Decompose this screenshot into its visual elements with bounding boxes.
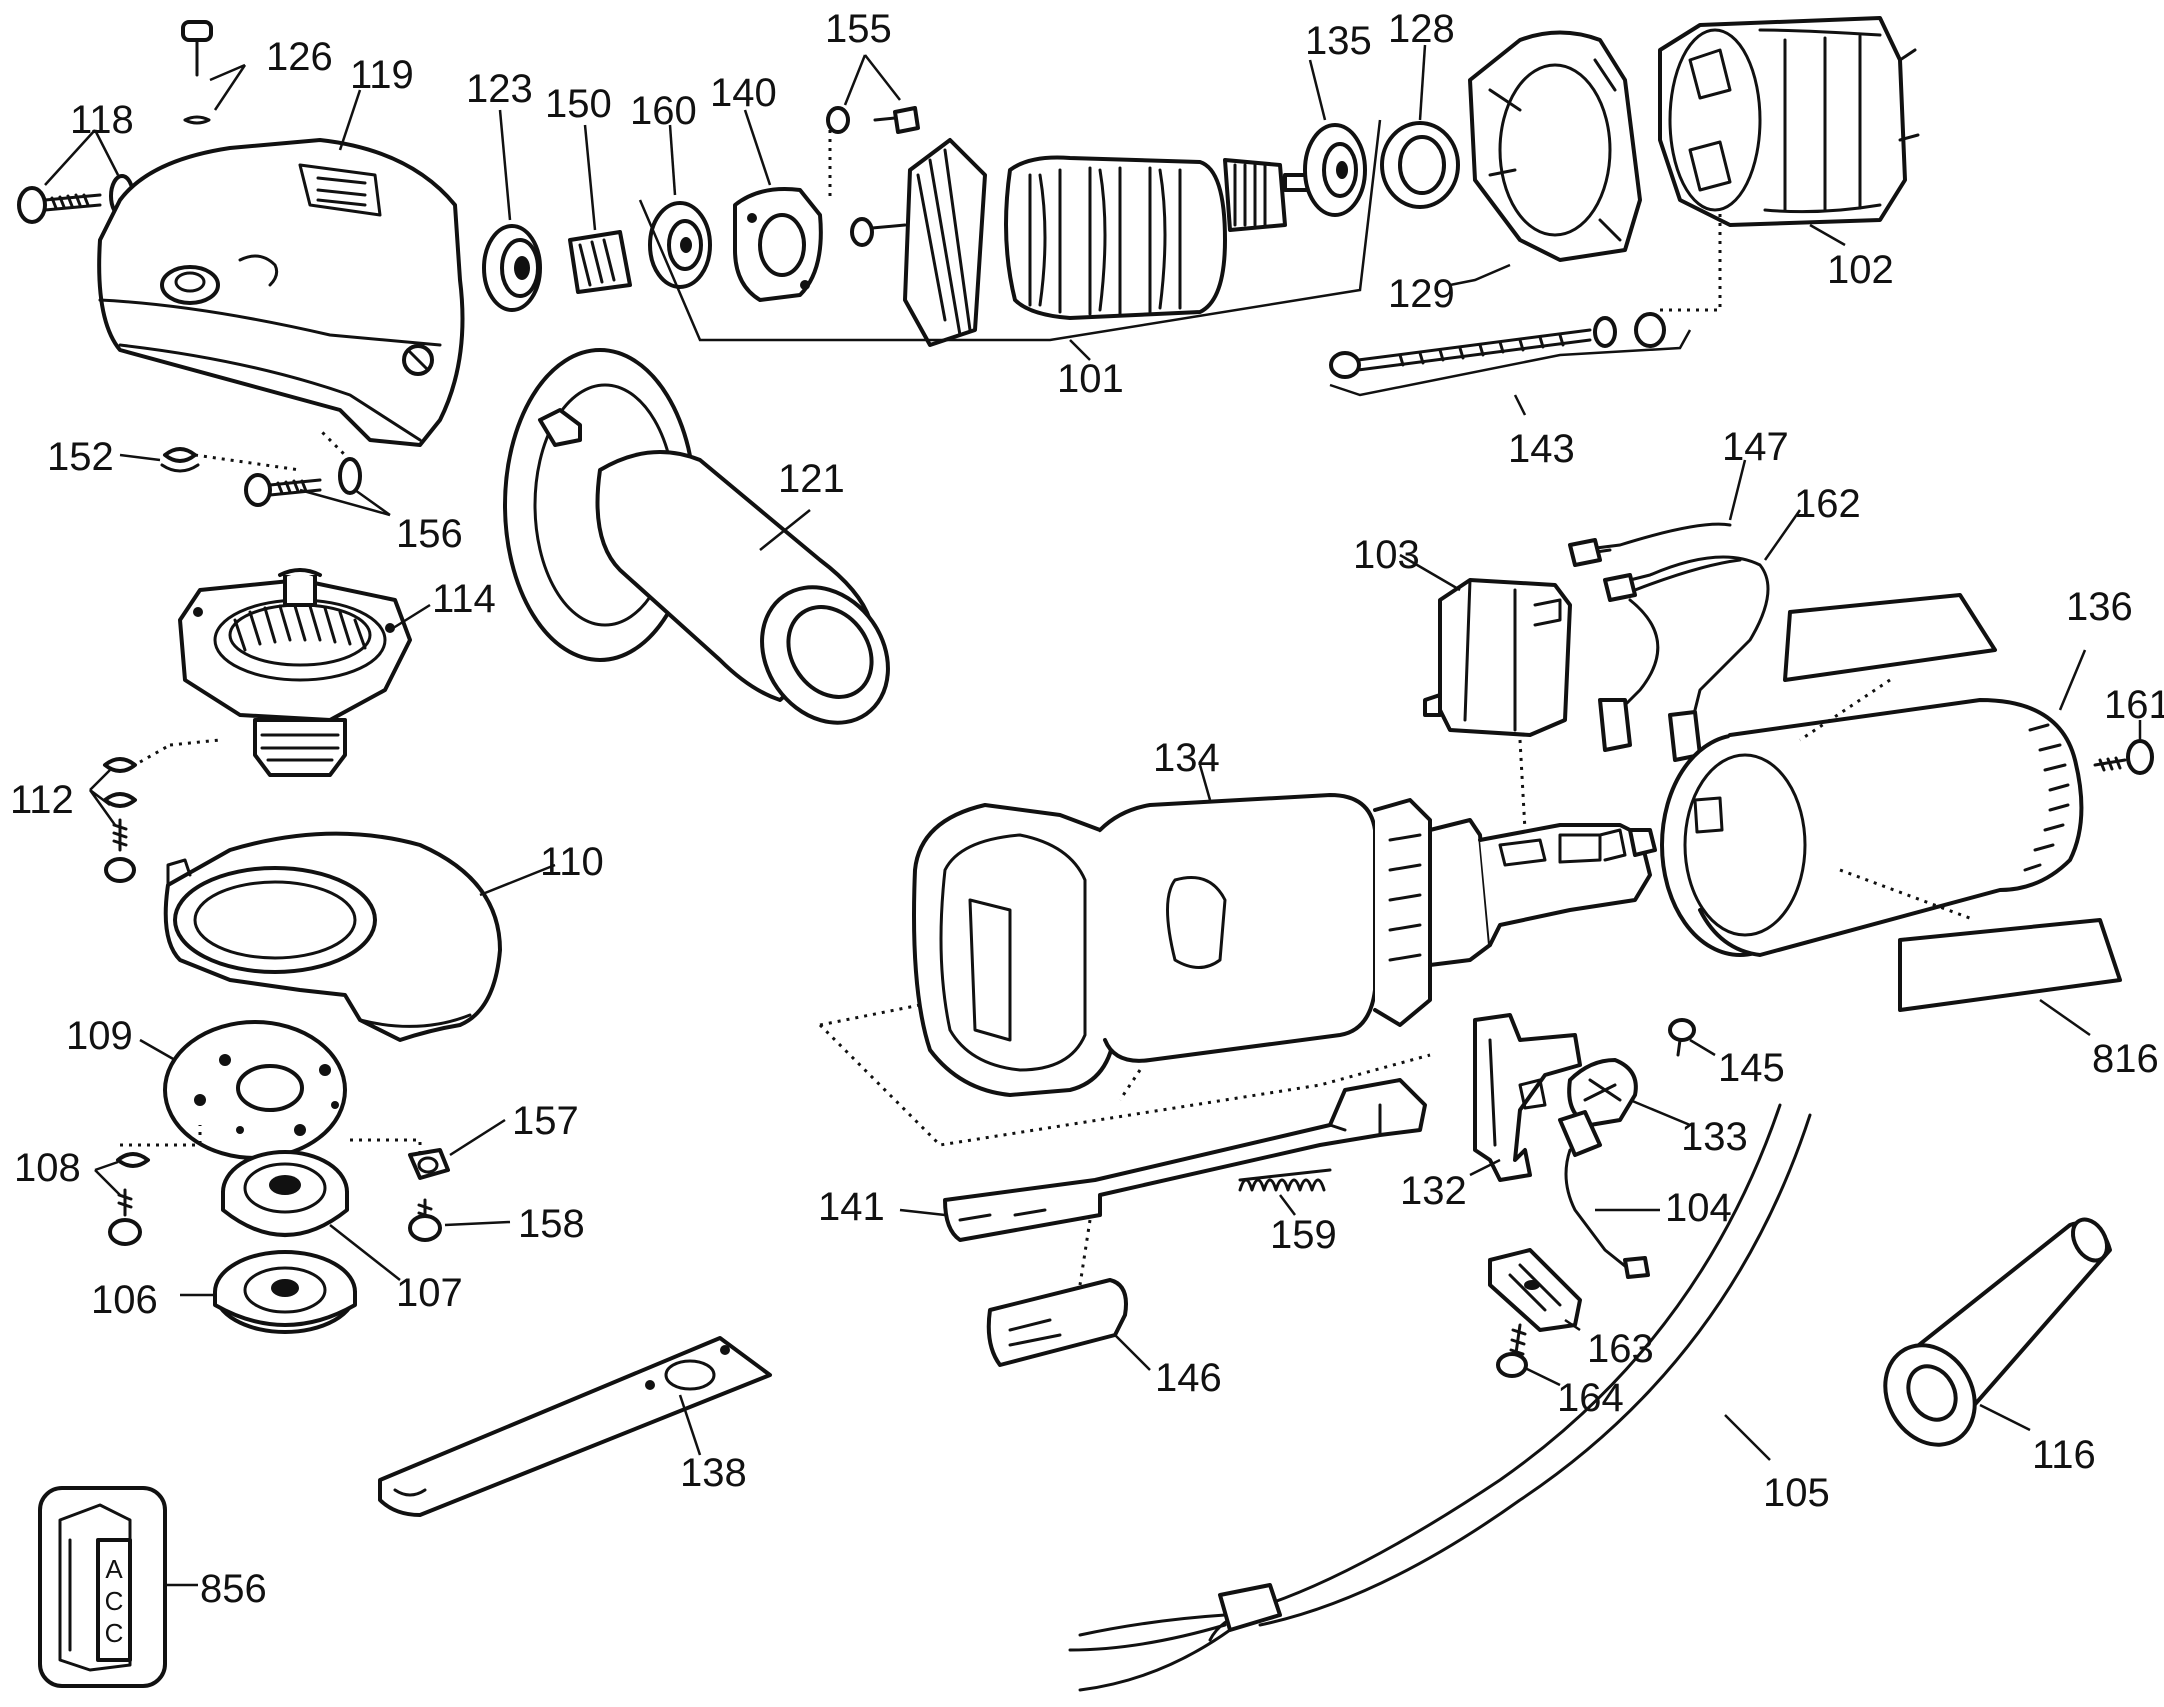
label-106: 106: [91, 1278, 158, 1322]
part-118-screw-washer: [17, 129, 241, 224]
part-119-gear-housing: [97, 89, 465, 447]
label-145: 145: [1718, 1046, 1785, 1090]
label-105: 105: [1763, 1471, 1830, 1515]
part-labels: 126 119 118 123 150 160 140 155 135 128 …: [10, 7, 2164, 1611]
part-103-switch: [1399, 553, 1572, 831]
label-123: 123: [466, 67, 533, 111]
label-147: 147: [1722, 425, 1789, 469]
label-103: 103: [1353, 533, 1420, 577]
part-146-trigger: [986, 1278, 1151, 1371]
label-126: 126: [266, 35, 333, 79]
label-119: 119: [350, 53, 414, 97]
label-135: 135: [1305, 19, 1372, 63]
part-105-power-cord: [1068, 1103, 1812, 1692]
part-162-wire: [1598, 509, 1802, 762]
label-856: 856: [200, 1567, 267, 1611]
label-155: 155: [825, 7, 892, 51]
part-121-side-handle: [503, 348, 890, 725]
label-116: 116: [2032, 1433, 2096, 1477]
part-101-armature: [638, 119, 1382, 361]
label-102: 102: [1827, 248, 1894, 292]
label-152: 152: [47, 435, 114, 479]
part-163-brush-holder: [1488, 1248, 1582, 1332]
label-136: 136: [2066, 585, 2133, 629]
part-136-panel-top: [1783, 593, 1997, 742]
part-141-switch-lever: [899, 1078, 1427, 1286]
label-156: 156: [396, 512, 463, 556]
label-138: 138: [680, 1451, 747, 1495]
label-150: 150: [545, 82, 612, 126]
label-816: 816: [2092, 1037, 2159, 1081]
label-114: 114: [432, 577, 496, 621]
part-152-clip: [119, 447, 301, 473]
part-164-screw: [1496, 1323, 1561, 1387]
label-146: 146: [1155, 1356, 1222, 1400]
part-150-pinion: [568, 124, 632, 294]
part-143-screw-set: [1329, 210, 1722, 416]
label-110: 110: [540, 840, 604, 884]
label-159: 159: [1270, 1213, 1337, 1257]
label-128: 128: [1388, 7, 1455, 51]
label-121: 121: [778, 457, 845, 501]
label-118: 118: [70, 98, 134, 142]
acc-letter-c1: C: [105, 1586, 124, 1616]
acc-letter-a: A: [105, 1554, 123, 1584]
label-143: 143: [1508, 427, 1575, 471]
part-156-screw-washer: [244, 428, 391, 517]
label-107: 107: [396, 1271, 463, 1315]
part-123-bearing-nut: [482, 109, 542, 312]
part-106-clamp-nut: [180, 1250, 357, 1334]
part-158-screw: [408, 1198, 511, 1242]
label-108: 108: [14, 1146, 81, 1190]
label-141: 141: [818, 1185, 885, 1229]
part-157-nut: [408, 1118, 506, 1180]
acc-box-text: A C C: [105, 1554, 124, 1648]
label-157: 157: [512, 1099, 579, 1143]
part-161-screw: [2093, 720, 2154, 775]
label-134: 134: [1153, 736, 1220, 780]
part-128-ring: [1380, 44, 1460, 209]
part-135-bearing: [1303, 59, 1367, 217]
label-140: 140: [710, 71, 777, 115]
label-129: 129: [1388, 272, 1455, 316]
label-164: 164: [1557, 1376, 1624, 1420]
label-109: 109: [66, 1014, 133, 1058]
part-126-screw-spring: [181, 20, 247, 125]
part-102-field: [1658, 16, 1920, 247]
part-138-wrench: [378, 1336, 772, 1517]
part-114-gear-case: [178, 568, 431, 777]
label-162: 162: [1794, 482, 1861, 526]
part-104-brush: [1558, 1110, 1660, 1279]
part-109-plate: [120, 1020, 422, 1160]
part-816-label: [1898, 918, 2122, 1037]
part-140-baffle: [733, 109, 823, 302]
label-112: 112: [10, 778, 74, 822]
part-159-spring: [1238, 1168, 1332, 1216]
part-155-screw-washer: [826, 54, 920, 200]
label-132: 132: [1400, 1169, 1467, 1213]
label-161: 161: [2104, 683, 2164, 727]
part-116-cord-guard: [1883, 1217, 2112, 1447]
part-856-accessory-box: [38, 1486, 198, 1688]
part-107-flange: [221, 1150, 401, 1281]
part-132-switch-bracket: [1469, 1013, 1582, 1182]
part-129-baffle: [1449, 30, 1642, 287]
part-133-brush-spring: [1567, 1058, 1691, 1127]
label-163: 163: [1587, 1327, 1654, 1371]
label-160: 160: [630, 89, 697, 133]
part-134-motor-housing: [818, 764, 1657, 1147]
acc-letter-c2: C: [105, 1618, 124, 1648]
part-110-guard: [163, 831, 556, 1042]
part-108-screw-washer: [94, 1152, 150, 1246]
part-147-wire: [1568, 459, 1770, 732]
label-158: 158: [518, 1202, 585, 1246]
part-136-motor-cover: [1660, 649, 2087, 957]
part-160-bearing: [648, 124, 712, 289]
part-112-screws-washers: [88, 738, 221, 883]
label-133: 133: [1681, 1115, 1748, 1159]
label-104: 104: [1665, 1186, 1732, 1230]
label-101: 101: [1057, 357, 1124, 401]
part-145-screw: [1668, 1018, 1716, 1057]
